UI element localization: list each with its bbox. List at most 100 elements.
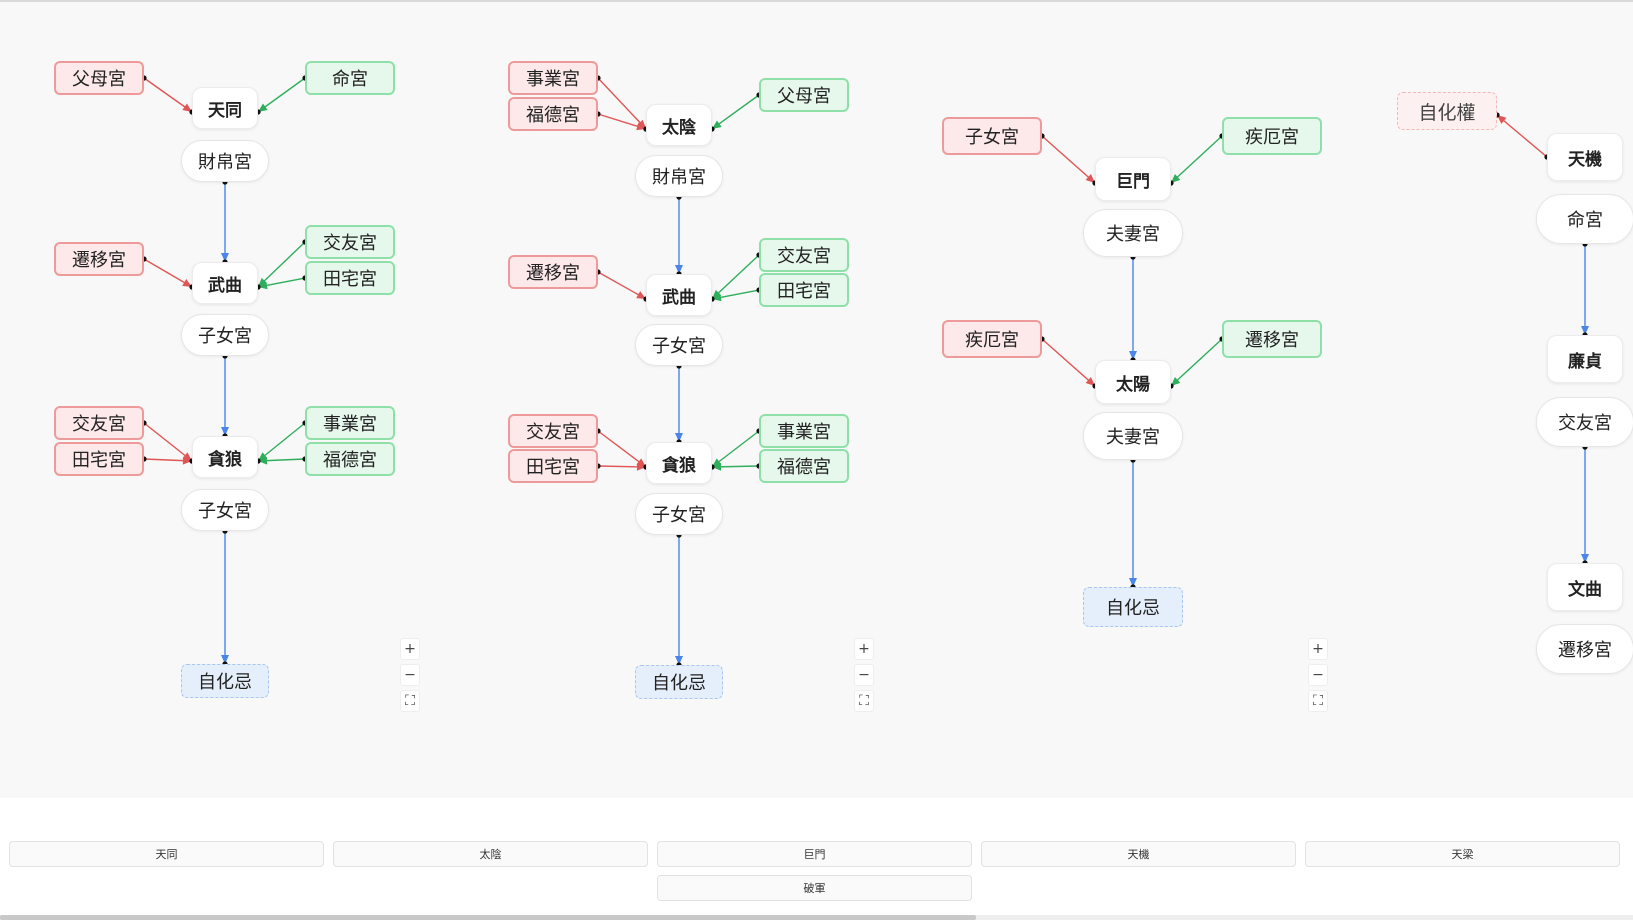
source-palace-green[interactable]: 事業宮 bbox=[759, 414, 849, 448]
star-node[interactable]: 天同 bbox=[192, 87, 258, 129]
source-palace-red[interactable]: 事業宮 bbox=[508, 61, 598, 95]
panel-canvas: 巨門 夫妻宮 太陽 夫妻宮 子女宮 疾厄宮 疾厄宮 遷移宮 自化忌 + − ⛶ bbox=[908, 8, 1348, 753]
green-edge-arrowhead bbox=[258, 277, 268, 287]
red-edge-arrowhead bbox=[182, 279, 192, 287]
star-node[interactable]: 貪狼 bbox=[192, 436, 258, 478]
green-edge-arrowhead bbox=[1171, 173, 1181, 183]
star-node[interactable]: 巨門 bbox=[1095, 157, 1171, 201]
palace-node[interactable]: 子女宮 bbox=[181, 314, 269, 356]
source-palace-red[interactable]: 福德宮 bbox=[508, 97, 598, 131]
green-edge-arrowhead bbox=[712, 120, 722, 129]
palace-node[interactable]: 遷移宮 bbox=[1536, 624, 1633, 674]
source-palace-red[interactable]: 疾厄宮 bbox=[942, 320, 1042, 358]
red-edge-line bbox=[1041, 135, 1096, 184]
tab-tiantong[interactable]: 天同 bbox=[9, 841, 324, 867]
green-edge-line bbox=[257, 422, 306, 462]
green-edge-arrowhead bbox=[712, 289, 722, 299]
palace-node[interactable]: 子女宮 bbox=[181, 489, 269, 531]
star-node[interactable]: 太陽 bbox=[1095, 360, 1171, 404]
green-edge-line bbox=[711, 430, 760, 468]
palace-node[interactable]: 命宮 bbox=[1536, 194, 1633, 244]
palace-node[interactable]: 財帛宮 bbox=[181, 140, 269, 182]
star-node[interactable]: 太陰 bbox=[646, 104, 712, 146]
zoom-in-button[interactable]: + bbox=[854, 638, 874, 660]
zoom-out-button[interactable]: − bbox=[854, 664, 874, 686]
star-node[interactable]: 天機 bbox=[1547, 133, 1623, 181]
zoom-in-button[interactable]: + bbox=[400, 638, 420, 660]
tab-tianliang[interactable]: 天梁 bbox=[1305, 841, 1620, 867]
tab-tianji[interactable]: 天機 bbox=[981, 841, 1296, 867]
blue-edge-arrowhead bbox=[675, 433, 683, 442]
red-edge-arrowhead bbox=[1085, 174, 1095, 183]
fit-view-button[interactable]: ⛶ bbox=[1308, 690, 1328, 712]
red-edge-line bbox=[597, 77, 647, 130]
palace-node[interactable]: 財帛宮 bbox=[635, 155, 723, 197]
green-edge-line bbox=[257, 241, 306, 288]
source-palace-red[interactable]: 交友宮 bbox=[508, 414, 598, 448]
palace-node[interactable]: 子女宮 bbox=[635, 324, 723, 366]
fit-view-button[interactable]: ⛶ bbox=[400, 690, 420, 712]
star-node[interactable]: 貪狼 bbox=[646, 442, 712, 484]
source-palace-red[interactable]: 遷移宮 bbox=[54, 242, 144, 276]
zoom-in-button[interactable]: + bbox=[1308, 638, 1328, 660]
red-edge-line bbox=[597, 271, 647, 300]
red-edge-line bbox=[143, 422, 193, 462]
tab-jumen[interactable]: 巨門 bbox=[657, 841, 972, 867]
source-palace-green[interactable]: 交友宮 bbox=[305, 225, 395, 259]
source-palace-green[interactable]: 遷移宮 bbox=[1222, 320, 1322, 358]
red-edge-arrowhead bbox=[636, 462, 646, 471]
star-node[interactable]: 武曲 bbox=[646, 274, 712, 316]
flow-panel-tianji[interactable]: 天機 命宮 廉貞 交友宮 文曲 遷移宮 自化權 bbox=[1365, 8, 1633, 753]
green-edge-line bbox=[1170, 135, 1223, 184]
self-transform-node[interactable]: 自化權 bbox=[1397, 92, 1497, 130]
red-edge-arrowhead bbox=[1497, 115, 1507, 124]
palace-node[interactable]: 夫妻宮 bbox=[1083, 412, 1183, 460]
flow-panel-tiantong[interactable]: 天同 財帛宮 武曲 子女宮 貪狼 子女宮 父母宮 命宮 遷移宮 交友宮 田宅宮 … bbox=[0, 8, 440, 753]
star-node[interactable]: 廉貞 bbox=[1547, 335, 1623, 383]
source-palace-green[interactable]: 事業宮 bbox=[305, 406, 395, 440]
source-palace-green[interactable]: 田宅宮 bbox=[305, 261, 395, 295]
palace-node[interactable]: 子女宮 bbox=[635, 493, 723, 535]
green-edge-arrowhead bbox=[712, 462, 722, 471]
self-transform-node[interactable]: 自化忌 bbox=[1083, 587, 1183, 627]
source-palace-green[interactable]: 福德宮 bbox=[305, 442, 395, 476]
panel-canvas: 天同 財帛宮 武曲 子女宮 貪狼 子女宮 父母宮 命宮 遷移宮 交友宮 田宅宮 … bbox=[0, 8, 440, 753]
tab-pojun[interactable]: 破軍 bbox=[657, 875, 972, 901]
palace-node[interactable]: 夫妻宮 bbox=[1083, 209, 1183, 257]
palace-node[interactable]: 交友宮 bbox=[1536, 397, 1633, 447]
source-palace-green[interactable]: 命宮 bbox=[305, 61, 395, 95]
source-palace-green[interactable]: 交友宮 bbox=[759, 238, 849, 272]
red-edge-arrowhead bbox=[636, 291, 646, 299]
green-edge-arrowhead bbox=[1171, 376, 1181, 386]
flow-panel-taiyin[interactable]: 太陰 財帛宮 武曲 子女宮 貪狼 子女宮 事業宮 福德宮 父母宮 遷移宮 交友宮… bbox=[454, 8, 894, 753]
tab-taiyin[interactable]: 太陰 bbox=[333, 841, 648, 867]
flow-panel-jumen[interactable]: 巨門 夫妻宮 太陽 夫妻宮 子女宮 疾厄宮 疾厄宮 遷移宮 自化忌 + − ⛶ bbox=[908, 8, 1348, 753]
source-palace-green[interactable]: 父母宮 bbox=[759, 78, 849, 112]
self-transform-node[interactable]: 自化忌 bbox=[181, 664, 269, 698]
blue-edge-arrowhead bbox=[221, 655, 229, 664]
blue-edge-arrowhead bbox=[221, 253, 229, 262]
blue-edge-arrowhead bbox=[1129, 351, 1137, 360]
scrollbar-thumb[interactable] bbox=[0, 915, 976, 920]
source-palace-red[interactable]: 子女宮 bbox=[942, 117, 1042, 155]
source-palace-red[interactable]: 田宅宮 bbox=[54, 442, 144, 476]
source-palace-red[interactable]: 田宅宮 bbox=[508, 449, 598, 483]
source-palace-red[interactable]: 遷移宮 bbox=[508, 255, 598, 289]
source-palace-green[interactable]: 田宅宮 bbox=[759, 273, 849, 307]
source-palace-red[interactable]: 交友宮 bbox=[54, 406, 144, 440]
zoom-out-button[interactable]: − bbox=[400, 664, 420, 686]
blue-edge-arrowhead bbox=[675, 265, 683, 274]
red-edge-line bbox=[143, 258, 193, 288]
zoom-out-button[interactable]: − bbox=[1308, 664, 1328, 686]
top-border bbox=[0, 0, 1633, 2]
star-node[interactable]: 文曲 bbox=[1547, 563, 1623, 611]
self-transform-node[interactable]: 自化忌 bbox=[635, 665, 723, 699]
source-palace-green[interactable]: 福德宮 bbox=[759, 449, 849, 483]
blue-edge-arrowhead bbox=[221, 427, 229, 436]
green-edge-line bbox=[711, 94, 760, 130]
red-edge-arrowhead bbox=[1085, 377, 1095, 386]
source-palace-green[interactable]: 疾厄宮 bbox=[1222, 117, 1322, 155]
star-node[interactable]: 武曲 bbox=[192, 262, 258, 304]
source-palace-red[interactable]: 父母宮 bbox=[54, 61, 144, 95]
fit-view-button[interactable]: ⛶ bbox=[854, 690, 874, 712]
